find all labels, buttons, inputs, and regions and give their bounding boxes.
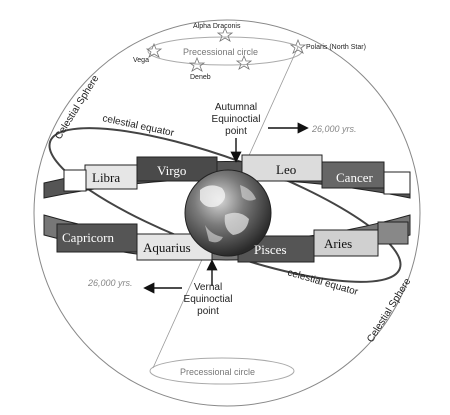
label-precessional-circle-top: Precessional circle bbox=[183, 47, 258, 57]
zodiac-label-aquarius: Aquarius bbox=[143, 240, 191, 255]
label-autumnal-line1: Autumnal bbox=[215, 102, 257, 113]
zodiac-label-cancer: Cancer bbox=[336, 170, 373, 185]
label-vega: Vega bbox=[133, 57, 149, 64]
star-icon-vega bbox=[145, 42, 163, 58]
label-celestial-sphere-left: Celestial Sphere bbox=[53, 73, 101, 141]
star-icon-polaris bbox=[289, 38, 307, 54]
label-autumnal-line2: Equinoctial bbox=[212, 114, 261, 125]
zodiac-segment-blank-right bbox=[383, 171, 411, 195]
label-years-left: 26,000 yrs. bbox=[87, 278, 133, 288]
label-precessional-circle-bottom: Precessional circle bbox=[180, 367, 255, 377]
zodiac-segment-dark-right bbox=[377, 221, 409, 245]
zodiac-segment-aries bbox=[313, 229, 379, 257]
label-vernal-line3: point bbox=[197, 306, 219, 317]
label-years-right: 26,000 yrs. bbox=[311, 124, 357, 134]
label-celestial-equator-top: celestial equator bbox=[101, 113, 175, 139]
zodiac-label-pisces: Pisces bbox=[254, 242, 287, 257]
star-icon-unlabeled bbox=[235, 54, 253, 70]
zodiac-label-leo: Leo bbox=[276, 162, 296, 177]
precessional-circle-bottom bbox=[149, 357, 295, 385]
star-icon-alpha-draconis bbox=[216, 26, 234, 42]
label-alpha-draconis: Alpha Draconis bbox=[193, 23, 241, 30]
label-polaris: Polaris (North Star) bbox=[306, 44, 366, 51]
label-celestial-equator-bottom: celestial equator bbox=[286, 267, 360, 298]
celestial-sphere-outline bbox=[33, 19, 421, 407]
zodiac-segment-blank-left bbox=[63, 169, 87, 192]
zodiac-label-capricorn: Capricorn bbox=[62, 230, 114, 245]
zodiac-label-aries: Aries bbox=[324, 236, 352, 251]
label-autumnal-line3: point bbox=[225, 126, 247, 137]
star-icon-deneb bbox=[188, 56, 206, 72]
label-deneb: Deneb bbox=[190, 74, 211, 81]
zodiac-label-virgo: Virgo bbox=[157, 163, 186, 178]
label-vernal-line1: Vernal bbox=[194, 282, 222, 293]
earth bbox=[184, 169, 272, 257]
zodiac-label-libra: Libra bbox=[92, 170, 120, 185]
label-celestial-sphere-right: Celestial Sphere bbox=[365, 276, 413, 344]
label-vernal-line2: Equinoctial bbox=[184, 294, 233, 305]
